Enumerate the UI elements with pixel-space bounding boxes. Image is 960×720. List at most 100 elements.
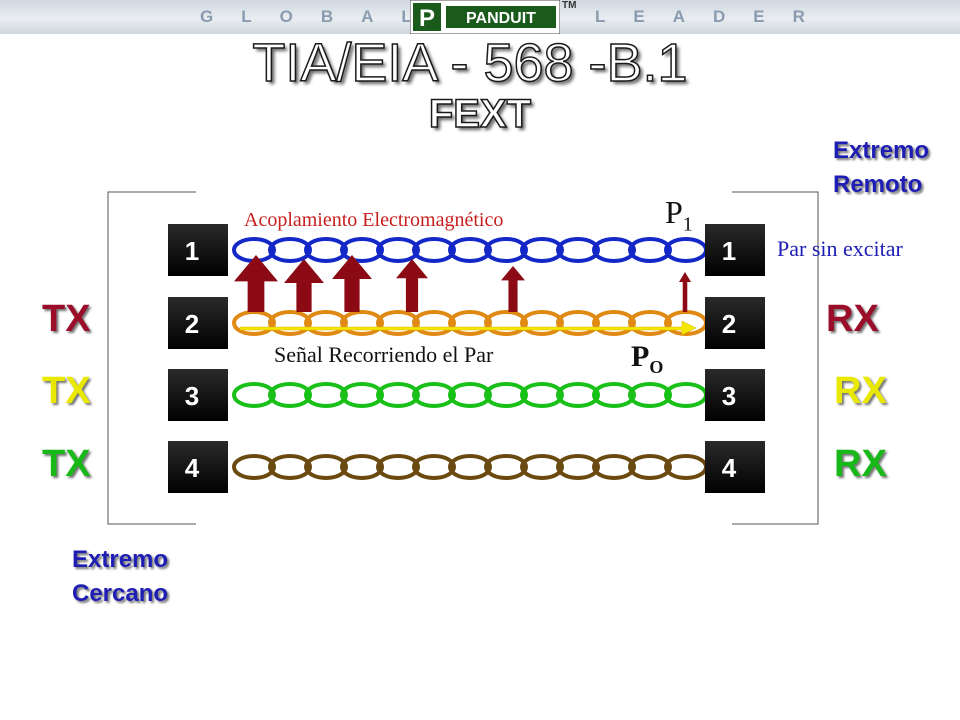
near-terminal-3 [168, 369, 228, 421]
pair-1-twist [448, 237, 492, 263]
near-terminal-number-3: 3 [185, 381, 199, 411]
pair-4-twist [448, 454, 492, 480]
near-end-line-2: Cercano [72, 580, 169, 607]
far-terminal-number-4: 4 [722, 453, 737, 483]
pair-3-twist [484, 382, 528, 408]
pair-4-twist [268, 454, 312, 480]
pair-3-twist [628, 382, 672, 408]
rx-label-pair-4: RX [834, 443, 887, 485]
pair-1-twist [556, 237, 600, 263]
near-terminal-2 [168, 297, 228, 349]
far-terminal-4 [705, 441, 765, 493]
banner-word-right: LEADER [595, 7, 833, 26]
rx-label-pair-2: RX [826, 298, 879, 340]
near-terminal-number-2: 2 [185, 309, 199, 339]
pair-1-twist [592, 237, 636, 263]
pair-1-twist [304, 237, 348, 263]
rx-label-pair-3: RX [834, 370, 887, 412]
pair-2-twist [268, 310, 312, 336]
coupling-arrow [284, 259, 324, 312]
po-base: P [631, 340, 650, 373]
pair-2-twist [448, 310, 492, 336]
far-terminal-1 [705, 224, 765, 276]
far-end-line-1: Extremo [833, 137, 930, 164]
slide-title: TIA/EIA - 568 -B.1 [252, 32, 689, 94]
far-terminal-number-3: 3 [722, 381, 736, 411]
signal-arrow [239, 320, 697, 336]
pair-2-twist [592, 310, 636, 336]
p1-sub: 1 [682, 213, 693, 236]
slide-subtitle: FEXT [428, 91, 532, 137]
far-terminal-2 [705, 297, 765, 349]
pair-4-twist [592, 454, 636, 480]
far-connector-outline [732, 191, 819, 525]
pair-1-twist [412, 237, 456, 263]
pair-4-twist [376, 454, 420, 480]
pair-3-twist [448, 382, 492, 408]
unexcited-pair-label: Par sin excitar [777, 236, 903, 261]
near-terminal-4 [168, 441, 228, 493]
p1-label: P1 [665, 194, 693, 236]
near-terminal-1 [168, 224, 228, 276]
coupling-arrow [501, 266, 525, 312]
pair-4-twist [304, 454, 348, 480]
tx-label-pair-3: TX [42, 370, 91, 412]
signal-label: Señal Recorriendo el Par [274, 342, 494, 367]
pair-1-twist [268, 237, 312, 263]
pair-4-twist [484, 454, 528, 480]
tx-label-pair-2: TX [42, 298, 91, 340]
near-end-label: Extremo Cercano [72, 543, 168, 611]
pair-1-chain [232, 237, 708, 263]
p1-base: P [665, 194, 683, 230]
far-terminal-number-2: 2 [722, 309, 736, 339]
pair-1-twist [340, 237, 384, 263]
pair-3-twist [592, 382, 636, 408]
near-terminal-number-1: 1 [185, 236, 199, 266]
pair-2-chain [232, 310, 708, 336]
pair-2-twist [628, 310, 672, 336]
near-connector-outline [107, 191, 196, 525]
coupling-arrow [332, 255, 372, 312]
far-terminal-number-1: 1 [722, 236, 736, 266]
pair-4-chain [232, 454, 708, 480]
pair-4-twist [232, 454, 276, 480]
pair-3-chain [232, 382, 708, 408]
pair-1-twist [520, 237, 564, 263]
pair-2-twist [520, 310, 564, 336]
pair-4-twist [628, 454, 672, 480]
pair-4-twist [556, 454, 600, 480]
pair-2-twist [340, 310, 384, 336]
near-terminal-number-4: 4 [185, 453, 200, 483]
pair-3-twist [340, 382, 384, 408]
pair-1-twist [628, 237, 672, 263]
pair-3-twist [232, 382, 276, 408]
pair-3-twist [556, 382, 600, 408]
pair-3-twist [268, 382, 312, 408]
pair-1-twist [376, 237, 420, 263]
far-terminal-3 [705, 369, 765, 421]
pair-2-twist [304, 310, 348, 336]
pair-4-twist [412, 454, 456, 480]
pair-4-twist [520, 454, 564, 480]
coupling-arrow [396, 259, 428, 312]
near-end-line-1: Extremo [72, 546, 169, 573]
po-sub: O [649, 357, 664, 377]
pair-3-twist [412, 382, 456, 408]
coupling-label: Acoplamiento Electromagnético [244, 209, 504, 231]
pair-4-twist [340, 454, 384, 480]
po-label: PO [631, 340, 663, 378]
far-end-line-2: Remoto [833, 171, 923, 198]
coupling-arrow [679, 272, 691, 312]
pair-2-twist [484, 310, 528, 336]
pair-2-twist [412, 310, 456, 336]
far-end-label: Extremo Remoto [833, 134, 929, 202]
pair-3-twist [520, 382, 564, 408]
logo-wordmark: PANDUIT [466, 10, 536, 27]
tx-label-pair-4: TX [42, 443, 91, 485]
pair-2-twist [556, 310, 600, 336]
panduit-logo: P PANDUIT [410, 0, 560, 34]
logo-mark: P [419, 5, 435, 32]
pair-3-twist [304, 382, 348, 408]
